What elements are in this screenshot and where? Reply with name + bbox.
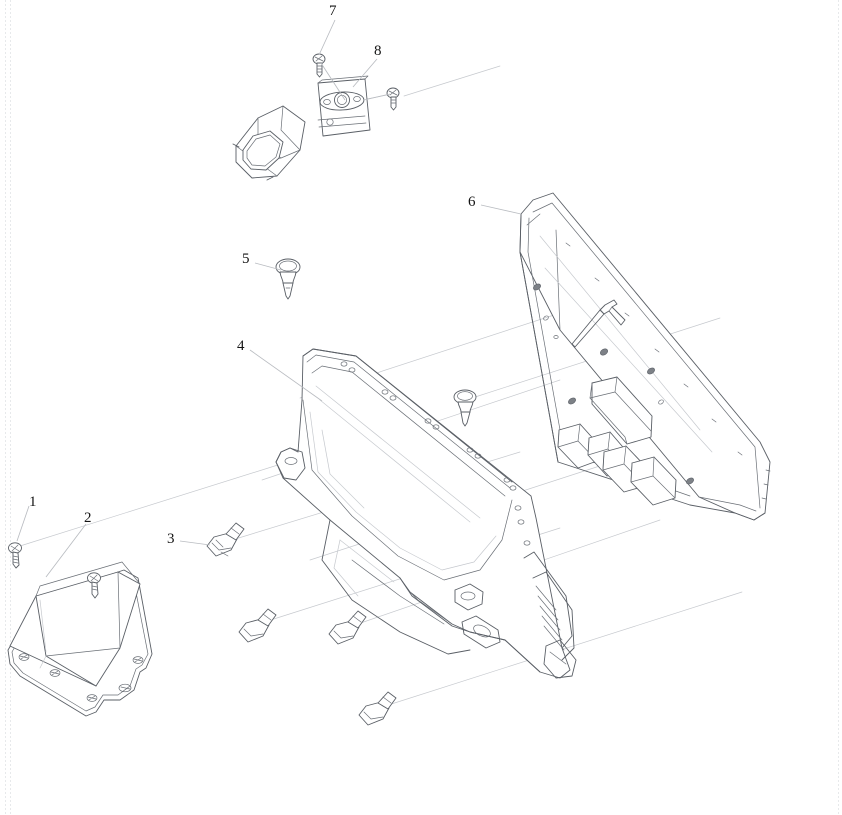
part-6-display-panel bbox=[519, 192, 771, 521]
screw-module-top bbox=[87, 572, 101, 599]
bolt-lower-left bbox=[238, 608, 277, 643]
callout-8: 8 bbox=[374, 43, 382, 59]
callout-3: 3 bbox=[167, 531, 175, 547]
part-2-control-module bbox=[7, 561, 153, 717]
part-1-screw bbox=[8, 542, 22, 569]
callout-2: 2 bbox=[84, 510, 92, 526]
callout-6: 6 bbox=[468, 194, 476, 210]
part-8-camera-bracket bbox=[317, 75, 371, 137]
screw-bracket-right bbox=[386, 87, 400, 111]
part-4-center-console-trim bbox=[275, 348, 577, 679]
callout-leader-lines bbox=[16, 19, 522, 578]
bolt-bottom bbox=[358, 691, 397, 726]
callout-5: 5 bbox=[242, 251, 250, 267]
bolt-lower-center bbox=[328, 610, 367, 645]
panel-rear-standoffs bbox=[557, 376, 677, 506]
trim-clip-tabs bbox=[340, 361, 531, 546]
panel-mount-holes bbox=[533, 283, 694, 485]
part-5-push-pin-clip bbox=[275, 258, 301, 300]
callout-4: 4 bbox=[237, 338, 245, 354]
clip-center bbox=[453, 389, 477, 427]
callout-1: 1 bbox=[29, 494, 37, 510]
camera-housing-shroud bbox=[232, 105, 306, 181]
part-7-tapping-screw bbox=[312, 53, 326, 78]
part-3-flange-bolt bbox=[206, 522, 245, 557]
callout-7: 7 bbox=[329, 3, 337, 19]
